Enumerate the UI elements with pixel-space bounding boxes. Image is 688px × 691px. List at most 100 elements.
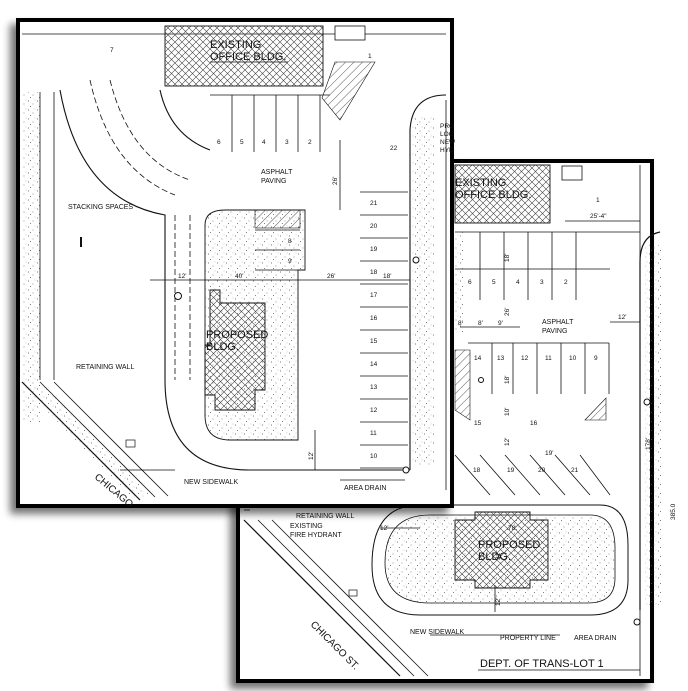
stall-label: 4: [516, 279, 520, 286]
stall-label: 16: [370, 315, 378, 322]
new-sidewalk-label: NEW SIDEWALK: [184, 479, 239, 486]
stall-label: 19: [370, 246, 378, 253]
back-retaining-wall: RETAINING WALL: [296, 513, 354, 520]
back-angle-stalls: 18 19 20 21: [473, 467, 579, 474]
front-right-stalls: 21 20 19 18 17 16 15 14 13 12 11 10: [370, 200, 378, 460]
back-stall-1: 1: [596, 197, 600, 204]
dim-9: 9': [498, 320, 503, 327]
stall-label: 5: [492, 279, 496, 286]
edge-text-line: PRO: [440, 123, 454, 130]
stall-label: 14: [370, 361, 378, 368]
stall-label: 2: [308, 139, 312, 146]
stall-label: 6: [468, 279, 472, 286]
back-asphalt-line2: PAVING: [542, 328, 567, 335]
stall-label: 3: [540, 279, 544, 286]
dim-26-vertical: 26': [332, 177, 339, 185]
dim-18-front: 18': [383, 273, 391, 280]
edge-text-line: LOC: [440, 131, 454, 138]
stall-9: 9: [288, 258, 292, 265]
dim-26-horizontal: 26': [327, 273, 335, 280]
stall-label: 12: [521, 355, 529, 362]
edge-text-line: NEW: [440, 139, 456, 146]
back-asphalt-line1: ASPHALT: [542, 319, 574, 326]
existing-office-bldg-back: [454, 164, 551, 224]
dim-18-mid: 18': [504, 376, 511, 384]
existing-bldg-line2: OFFICE BLDG.: [210, 51, 286, 63]
dim-8-a: 8': [458, 320, 463, 327]
dim-19: 19': [545, 450, 553, 457]
edge-text-line: HYD: [440, 147, 454, 154]
dim-40: 40': [235, 273, 243, 280]
stall-label: 2: [564, 279, 568, 286]
dim-8-b: 8': [478, 320, 483, 327]
stall-label: 11: [545, 355, 552, 362]
existing-office-bldg: [164, 25, 324, 87]
proposed-bldg-back: [454, 511, 549, 589]
dim-25-4: 25'-4": [590, 213, 607, 220]
stall-label: 20: [370, 223, 378, 230]
stall-label: 4: [262, 139, 266, 146]
stall-label: 11: [370, 430, 377, 437]
stall-label: 9: [594, 355, 598, 362]
stall-22: 22: [390, 145, 398, 152]
dim-178: 178': [645, 438, 652, 450]
existing-bldg-line1: EXISTING: [210, 39, 261, 51]
front-edge-text: PRO LOC NEW HYD: [440, 123, 456, 154]
back-mid-stalls: 14 13 12 11 10 9: [474, 355, 598, 362]
dim-12-bottom-front: 12': [308, 452, 315, 460]
area-drain-label: AREA DRAIN: [344, 485, 386, 492]
back-top-stalls: 6 5 4 3 2: [468, 279, 568, 286]
dim-10: 10': [504, 408, 511, 416]
stall-label: 15: [370, 338, 378, 345]
proposed-bldg-line1: PROPOSED: [206, 329, 268, 341]
stall-label: 12: [370, 407, 378, 414]
stall-label: 13: [370, 384, 378, 391]
stall-label: 19: [507, 467, 515, 474]
dim-78: 78': [508, 525, 516, 532]
dim-12-mid: 12': [504, 438, 511, 446]
dim-12-bottom: 12': [495, 598, 502, 606]
dim-12-front: 12': [178, 273, 186, 280]
stall-7: 7: [110, 47, 114, 54]
stall-label: 6: [217, 139, 221, 146]
stall-label: 3: [285, 139, 289, 146]
stall-label: 21: [571, 467, 579, 474]
front-top-stalls: 6 5 4 3 2: [217, 139, 312, 146]
stall-label: 20: [538, 467, 546, 474]
stall-label: 18: [370, 269, 378, 276]
back-hydrant-line2: FIRE HYDRANT: [290, 532, 342, 539]
back-new-sidewalk: NEW SIDEWALK: [410, 629, 465, 636]
stall-15-back: 15: [474, 420, 482, 427]
dim-26-back: 26': [504, 308, 511, 316]
stall-label: 10: [569, 355, 577, 362]
stacking-spaces-label: STACKING SPACES: [68, 204, 133, 211]
stall-1: 1: [368, 53, 372, 60]
stall-label: 13: [497, 355, 505, 362]
dim-31: 31': [495, 552, 502, 560]
stall-label: 18: [473, 467, 481, 474]
stall-label: 17: [370, 292, 378, 299]
dim-12-back: 12': [618, 314, 626, 321]
stall-label: 14: [474, 355, 482, 362]
back-edge-number: 385.0: [670, 503, 677, 520]
stall-16-back: 16: [530, 420, 538, 427]
proposed-bldg: [204, 289, 266, 411]
back-area-drain: AREA DRAIN: [574, 635, 616, 642]
title-block: DEPT. OF TRANS-LOT 1: [480, 658, 604, 670]
front-sheet: 7 1 EXISTING OFFICE BLDG. 6 5 4 3 2 22 A…: [16, 18, 456, 510]
back-existing-bldg-line2: OFFICE BLDG.: [455, 189, 531, 201]
stall-label: 10: [370, 453, 378, 460]
stall-label: 5: [240, 139, 244, 146]
property-line-label: PROPERTY LINE: [500, 635, 556, 642]
back-existing-bldg-line1: EXISTING: [455, 177, 506, 189]
dim-18-top: 18': [504, 254, 511, 262]
retaining-wall-label: RETAINING WALL: [76, 364, 134, 371]
dim-12-ring: 12': [380, 525, 388, 532]
back-proposed-line2: BLDG.: [478, 551, 511, 563]
asphalt-line2: PAVING: [261, 178, 286, 185]
back-proposed-line1: PROPOSED: [478, 539, 540, 551]
asphalt-line1: ASPHALT: [261, 169, 293, 176]
back-hydrant-line1: EXISTING: [290, 523, 323, 530]
stall-label: 21: [370, 200, 378, 207]
